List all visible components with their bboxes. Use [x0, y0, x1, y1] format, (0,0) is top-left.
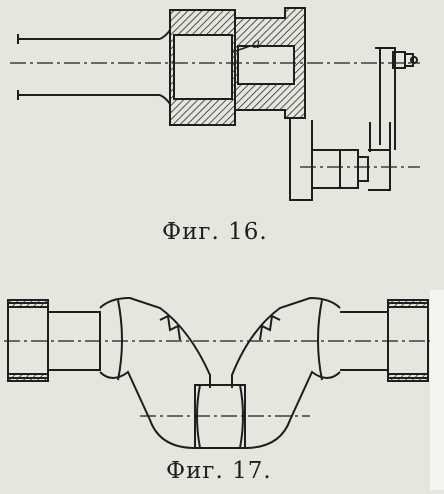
right-crank-web: [231, 296, 341, 449]
hub-section: [169, 7, 306, 126]
label-a: a: [252, 36, 260, 52]
left-crank-web: [99, 296, 211, 449]
bracket: [289, 118, 391, 201]
shaft: [17, 29, 171, 105]
page-edge: [430, 290, 444, 490]
figure-16-drawing: a: [10, 7, 420, 201]
figure-16-caption: Фиг. 16.: [162, 219, 268, 245]
crank-handle: [375, 47, 418, 150]
figure-17-caption: Фиг. 17.: [166, 458, 272, 484]
